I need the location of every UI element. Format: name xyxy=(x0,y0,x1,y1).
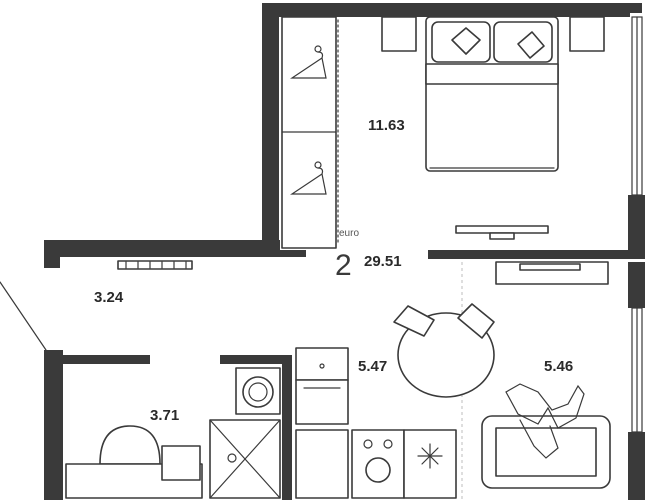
sofa xyxy=(481,383,611,489)
area-living: 5.46 xyxy=(544,358,573,375)
chair xyxy=(457,303,495,339)
stove xyxy=(351,429,405,499)
cushion xyxy=(451,27,481,55)
total-area: 29.51 xyxy=(364,253,402,270)
tv-stand xyxy=(455,225,549,240)
walls xyxy=(0,3,645,500)
shower xyxy=(209,419,281,499)
nightstand xyxy=(381,16,417,52)
wardrobe xyxy=(281,16,339,249)
washing-machine xyxy=(235,367,281,415)
sink-cabinet xyxy=(295,429,349,499)
area-kitchen: 5.47 xyxy=(358,358,387,375)
hanger-icon xyxy=(290,45,327,79)
vanity-counter xyxy=(65,445,203,499)
cushion xyxy=(517,31,545,59)
bed xyxy=(381,16,605,172)
dining-set xyxy=(393,303,495,398)
rooms-suffix: euro xyxy=(339,228,359,239)
area-hall: 3.24 xyxy=(94,289,124,306)
area-bedroom: 11.63 xyxy=(368,117,405,134)
chair xyxy=(393,305,435,337)
radiator xyxy=(117,260,193,270)
snowflake-icon xyxy=(417,443,443,469)
nightstand xyxy=(569,16,605,52)
rooms-count: 2 xyxy=(335,249,352,282)
entrance-door xyxy=(0,281,47,351)
toilet xyxy=(99,425,161,465)
area-bathroom: 3.71 xyxy=(150,407,179,424)
hanger-icon xyxy=(290,161,327,195)
tv-unit xyxy=(495,261,609,285)
kitchen-units xyxy=(295,347,457,499)
